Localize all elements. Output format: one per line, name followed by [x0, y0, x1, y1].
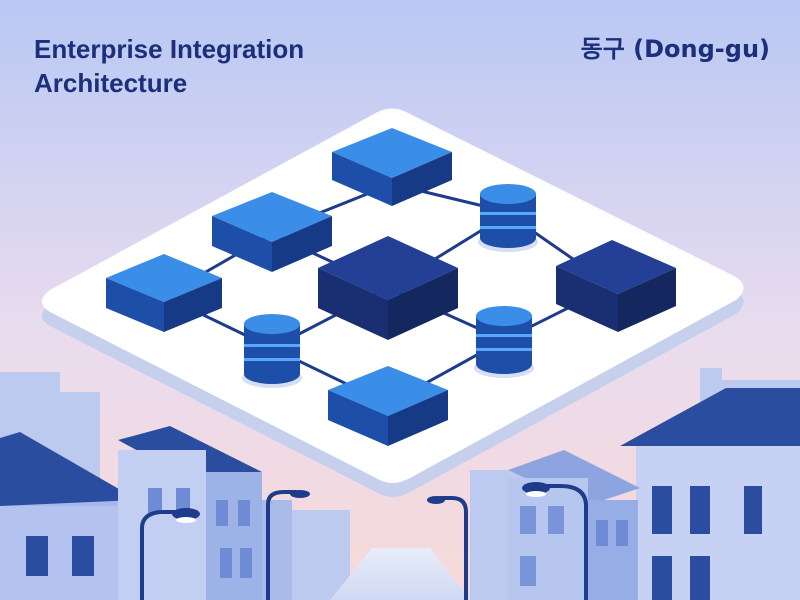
street-lamp-icon: [140, 484, 588, 600]
hub-server-box-icon: [318, 236, 458, 340]
title-line-1: Enterprise Integration: [34, 34, 305, 64]
database-cylinder-icon: [478, 184, 538, 252]
server-box-icon: [212, 192, 332, 272]
page-title: Enterprise Integration Architecture: [34, 32, 304, 100]
server-box-icon: [328, 366, 448, 446]
database-cylinder-icon: [242, 314, 302, 388]
district-label: 동구 (Dong-gu): [580, 35, 770, 63]
street: [330, 548, 470, 600]
right-buildings: [508, 388, 800, 600]
server-box-icon: [106, 254, 222, 332]
left-buildings: [0, 426, 292, 600]
database-cylinder-icon: [474, 306, 534, 378]
title-line-2: Architecture: [34, 68, 188, 98]
server-box-icon: [332, 128, 452, 206]
server-box-icon: [556, 240, 676, 332]
